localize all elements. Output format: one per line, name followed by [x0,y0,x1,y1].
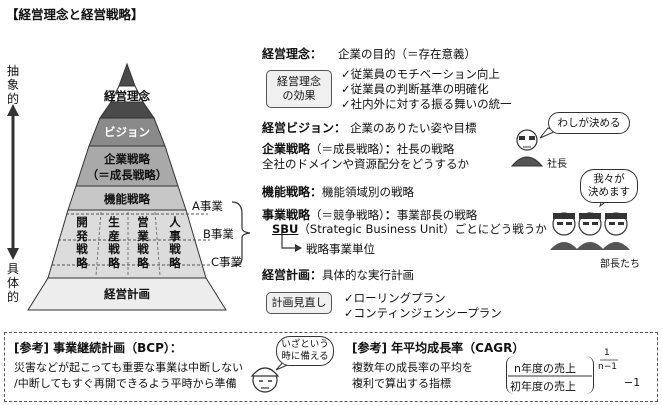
reference-panel [4,332,658,402]
pyramid-apex-tip [118,62,136,87]
pyramid-label-production: 生産戦略 [108,215,120,270]
bcp-bubble: いざという 時に備える [276,336,334,366]
managers-bubble: 我々が 決めます [580,169,638,203]
cagr-minus-one: −1 [624,376,641,389]
pyramid-label-development: 開発戦略 [76,215,88,270]
business-unit-a: A事業 [192,199,223,213]
philosophy-desc: 企業の目的（＝存在意義） [338,47,476,61]
axis-arrow-up [7,104,19,116]
cagr-parentheses [506,356,594,394]
pyramid-label-corporate-1: 企業戦略 [104,152,150,166]
business-sbu-note: 戦略事業単位 [306,242,375,256]
pyramid-label-corporate-2: （＝成長戦略） [86,168,168,182]
corporate-line2: 全社のドメインや資源配分をどうするか [262,157,469,171]
pyramid-label-philosophy: 経営理念 [104,89,150,103]
plan-item-rolling: ✓ローリングプラン [344,291,446,305]
page-title: 【経営理念と経営戦略】 [6,7,144,22]
corporate-head: 企業戦略（＝成長戦略）：社長の戦略 [262,142,455,156]
pyramid-layer-functions [47,209,207,279]
business-sbu-line: SBU（Strategic Business Unit）ごとにどう戦うか [272,222,547,236]
philosophy-effect-box: 経営理念 の効果 [266,70,332,108]
philosophy-effect-1: ✓従業員のモチベーション向上 [341,67,500,81]
cagr-head: [参考] 年平均成長率（CAGR） [352,341,525,355]
cagr-exponent-numerator: 1 [604,348,610,358]
business-head: 事業戦略（＝競争戦略）：事業部長の戦略 [262,208,478,222]
bcp-line2: /中断してもすぐ再開できるよう平時から準備 [14,377,237,390]
cagr-line1: 複数年の成長率の平均を [352,361,473,374]
philosophy-head: 経営理念： [262,47,323,61]
cagr-line2: 複利で算出する指標 [352,377,451,390]
vision-desc: 企業のありたい姿や目標 [350,121,477,135]
axis-label-abstract: 抽象的 [6,64,19,106]
pyramid-label-sales: 営業戦略 [137,215,149,270]
philosophy-effect-3: ✓社内外に対する振る舞いの統一 [341,97,512,111]
axis-label-concrete: 具体的 [6,262,19,304]
functional-head: 機能戦略：機能領域別の戦略 [262,185,415,199]
president-figure [510,129,544,167]
sbu-arrow [281,232,298,249]
business-unit-b: B事業 [203,227,234,241]
philosophy-effect-2: ✓従業員の判断基準の明確化 [341,82,489,96]
president-bubble: わしが決める [548,112,630,134]
axis-arrow-down [7,248,19,260]
plan-item-contingency: ✓コンティンジェンシープラン [344,306,502,320]
bcp-line1: 災害などが起こっても重要な事業は中断しない [14,361,244,374]
pyramid-label-functional: 機能戦略 [104,192,150,206]
worker-figure [250,367,280,393]
pyramid-label-vision: ビジョン [104,125,150,139]
vision-head: 経営ビジョン： [262,121,347,135]
pyramid-label-hr: 人事戦略 [169,215,181,270]
president-label: 社長 [547,159,567,170]
pyramid-layer-plan [27,277,227,311]
cagr-denominator: 初年度の売上 [510,380,576,393]
pyramid-label-plan: 経営計画 [104,287,150,301]
plan-review-box: 計画見直し [266,292,332,314]
managers-label: 部長たち [600,259,640,270]
cagr-exponent-denominator: n−1 [598,362,617,372]
plan-head: 経営計画：具体的な実行計画 [262,268,415,282]
business-unit-c: C事業 [211,255,243,269]
business-brace [231,201,251,267]
managers-figure [550,212,630,250]
cagr-numerator: n年度の売上 [514,362,576,375]
pyramid-band-dark [99,101,155,119]
bcp-head: [参考] 事業継続計画（BCP）： [14,341,182,355]
